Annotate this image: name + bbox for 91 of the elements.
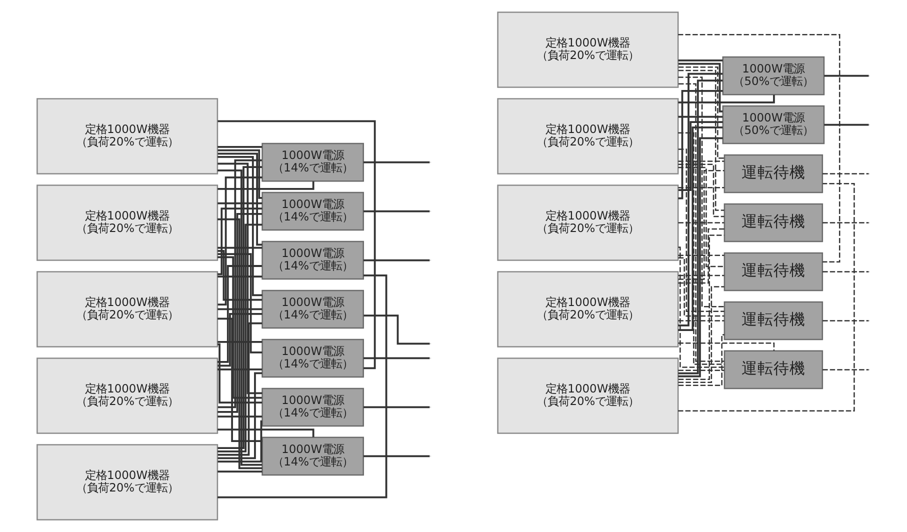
node-box: 定格1000W機器 （負荷20%で運転） — [36, 184, 218, 261]
connector — [218, 202, 262, 204]
connector — [678, 121, 723, 192]
node-box: 定格1000W機器 （負荷20%で運転） — [36, 98, 218, 174]
node-box: 定格1000W機器 （負荷20%で運転） — [36, 271, 218, 348]
node-box: 定格1000W機器 （負荷20%で運転） — [497, 12, 679, 88]
connector — [678, 228, 724, 284]
connector — [218, 420, 263, 462]
connector — [218, 372, 262, 460]
connector — [822, 271, 869, 272]
node-box: 1000W電源 （50%で運転） — [722, 56, 825, 96]
connector — [363, 357, 430, 360]
connector — [218, 146, 262, 148]
connector — [218, 276, 262, 278]
connector — [218, 308, 262, 310]
node-box: 定格1000W機器 （負荷20%で運転） — [497, 184, 679, 261]
connector — [678, 116, 723, 118]
node-box: 運転待機 — [724, 350, 824, 390]
connector — [678, 222, 724, 224]
node-box: 1000W電源 （14%で運転） — [262, 192, 364, 231]
connector — [218, 120, 376, 370]
node-box: 1000W電源 （14%で運転） — [262, 338, 364, 378]
connector — [678, 274, 724, 276]
connector — [678, 90, 723, 200]
connector — [363, 210, 430, 212]
connector — [218, 156, 262, 296]
connector — [678, 62, 723, 112]
connector — [218, 208, 262, 276]
connector — [678, 148, 724, 312]
node-box: 運転待機 — [724, 252, 824, 292]
node-box: 定格1000W機器 （負荷20%で運転） — [497, 271, 679, 348]
connector — [363, 259, 430, 262]
connector — [824, 74, 869, 77]
connector — [678, 286, 724, 384]
node-box: 定格1000W機器 （負荷20%で運転） — [497, 98, 679, 174]
connector — [218, 343, 262, 404]
connector — [678, 246, 724, 368]
connector — [218, 340, 262, 343]
connector — [218, 176, 262, 306]
node-box: 定格1000W機器 （負荷20%で運転） — [36, 358, 218, 434]
connector — [217, 256, 262, 399]
connector — [218, 213, 262, 413]
connector — [363, 455, 430, 458]
connector — [218, 250, 262, 301]
connector — [218, 416, 262, 418]
connector — [678, 34, 840, 262]
node-box: 1000W電源 （14%で運転） — [262, 388, 364, 427]
connector — [678, 70, 724, 211]
connector — [218, 274, 388, 498]
connector — [678, 334, 724, 386]
connector — [678, 160, 724, 162]
node-box: 1000W電源 （14%で運転） — [262, 240, 364, 280]
connector — [218, 181, 314, 190]
connector — [678, 257, 724, 317]
connector — [218, 470, 262, 473]
connector — [822, 320, 869, 322]
connector — [363, 406, 430, 408]
connector — [678, 59, 723, 62]
connector — [678, 66, 724, 159]
node-box: 定格1000W機器 （負荷20%で運転） — [36, 444, 218, 520]
connector — [824, 124, 869, 126]
connector — [218, 246, 262, 249]
connector — [363, 161, 430, 164]
node-box: 定格1000W機器 （負荷20%で運転） — [497, 358, 679, 434]
connector — [678, 320, 724, 322]
connector — [678, 164, 724, 218]
connector — [218, 265, 262, 363]
node-box: 1000W電源 （14%で運転） — [262, 142, 364, 182]
connector — [822, 369, 869, 370]
connector — [822, 222, 869, 224]
connector — [678, 370, 724, 371]
connector — [218, 368, 262, 370]
node-box: 運転待機 — [724, 203, 824, 242]
connector — [218, 149, 262, 199]
connector — [218, 428, 314, 438]
node-box: 1000W電源 （14%で運転） — [262, 290, 364, 329]
node-box: 運転待機 — [724, 301, 824, 340]
connector — [218, 253, 262, 354]
connector — [678, 94, 775, 104]
node-box: 1000W電源 （14%で運転） — [262, 436, 364, 476]
connector — [678, 254, 724, 256]
connector — [678, 187, 724, 188]
connector — [678, 234, 724, 380]
connector — [822, 173, 869, 174]
node-box: 1000W電源 （50%で運転） — [722, 105, 825, 144]
connector — [218, 152, 262, 246]
connector — [678, 126, 723, 332]
connector — [218, 313, 262, 367]
connector — [678, 183, 855, 412]
node-box: 運転待機 — [724, 154, 824, 194]
connector — [364, 314, 430, 345]
